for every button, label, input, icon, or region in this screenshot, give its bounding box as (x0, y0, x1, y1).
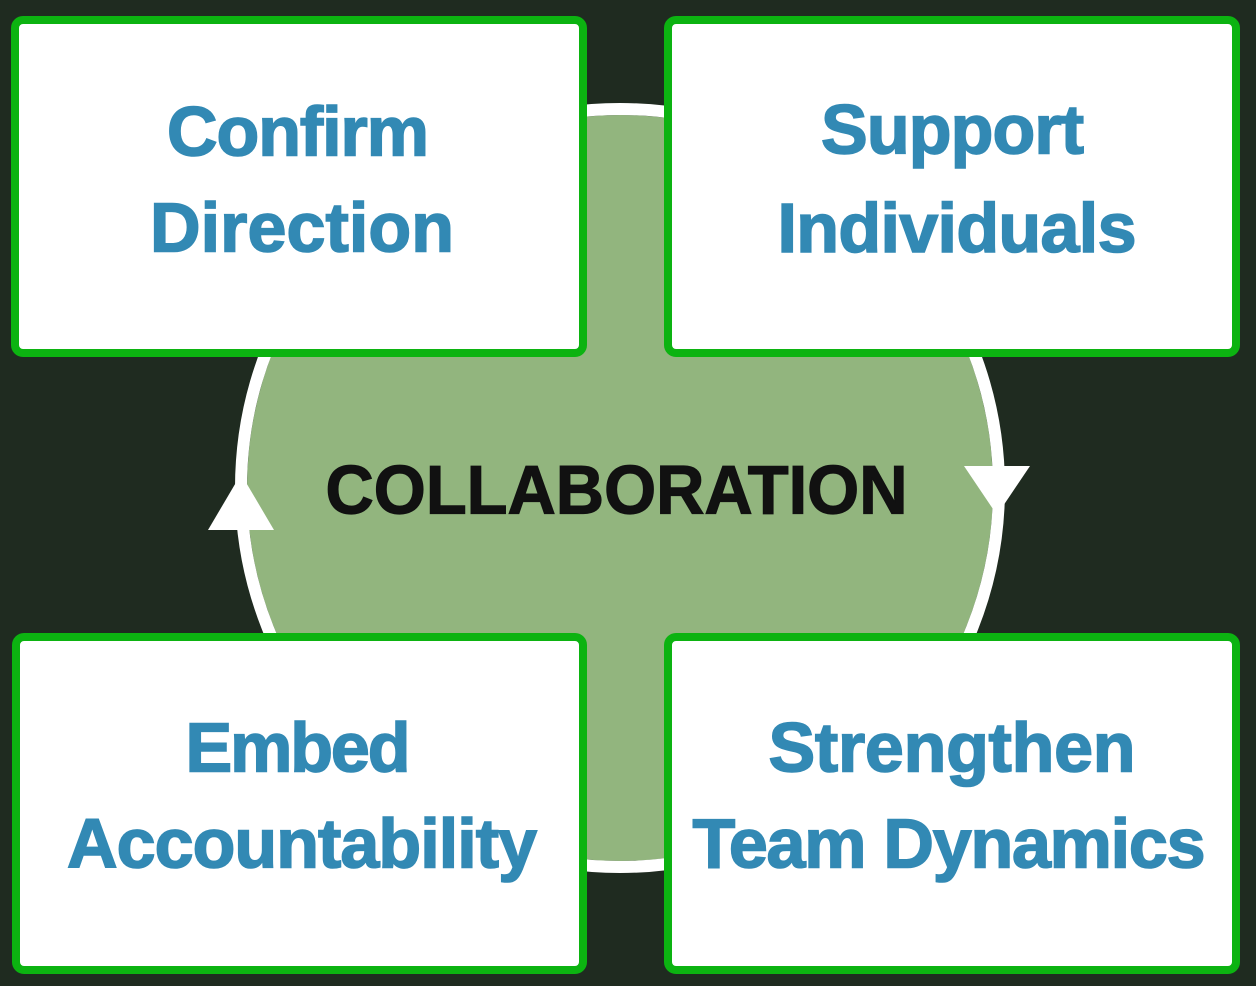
svg-text:Confirm: Confirm (167, 93, 429, 171)
svg-text:Embed: Embed (186, 709, 411, 787)
svg-text:Accountability: Accountability (67, 805, 537, 883)
svg-text:Strengthen: Strengthen (769, 709, 1136, 787)
svg-text:Team Dynamics: Team Dynamics (693, 805, 1206, 883)
svg-text:Direction: Direction (150, 189, 454, 267)
svg-text:COLLABORATION: COLLABORATION (326, 452, 908, 529)
svg-text:Support: Support (821, 91, 1084, 169)
svg-text:Individuals: Individuals (778, 189, 1137, 267)
